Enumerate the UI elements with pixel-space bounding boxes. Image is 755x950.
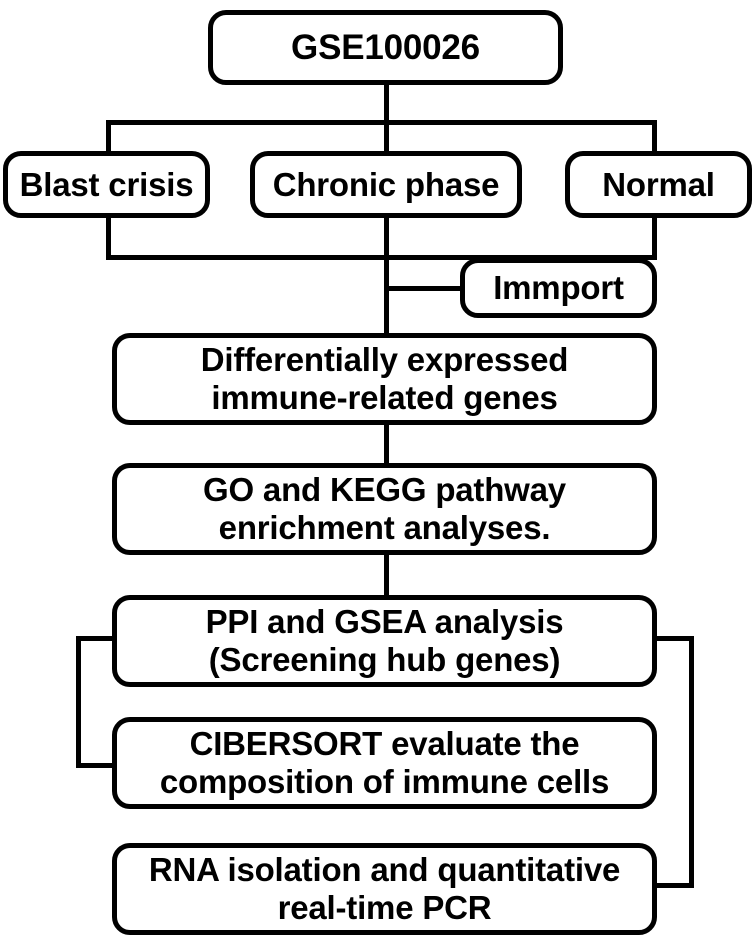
edge-merge-to-deg (384, 255, 389, 335)
node-ppi-gsea[interactable]: PPI and GSEA analysis (Screening hub gen… (112, 595, 657, 687)
node-differentially-expressed-genes[interactable]: Differentially expressed immune-related … (112, 333, 657, 425)
node-dataset[interactable]: GSE100026 (208, 10, 563, 85)
node-rna-isolation-label: RNA isolation and quantitative real-time… (148, 851, 621, 926)
edge-split-to-chronic-phase (384, 120, 389, 154)
node-normal[interactable]: Normal (565, 151, 752, 218)
node-go-kegg-label: GO and KEGG pathway enrichment analyses. (203, 471, 566, 546)
node-chronic-phase-label: Chronic phase (272, 165, 500, 203)
node-ppi-gsea-label: PPI and GSEA analysis (Screening hub gen… (205, 603, 564, 678)
edge-left-bracket-vertical (76, 636, 81, 768)
edge-deg-to-gokegg (384, 420, 389, 468)
node-blast-crisis[interactable]: Blast crisis (3, 151, 210, 218)
edge-ppi-left-out (76, 636, 118, 641)
node-dataset-label: GSE100026 (291, 27, 480, 67)
node-chronic-phase[interactable]: Chronic phase (250, 151, 522, 218)
edge-groups-merge-bar (106, 255, 657, 260)
edge-gokegg-to-ppi (384, 552, 389, 600)
node-normal-label: Normal (602, 165, 715, 203)
node-cibersort-label: CIBERSORT evaluate the composition of im… (159, 725, 610, 800)
edge-blast-crisis-stem (106, 214, 111, 260)
edge-ppi-right-out (650, 636, 694, 641)
edge-right-in-rna (650, 883, 694, 888)
node-go-kegg[interactable]: GO and KEGG pathway enrichment analyses. (112, 463, 657, 555)
node-differentially-expressed-genes-label: Differentially expressed immune-related … (200, 341, 569, 416)
edge-split-to-normal (652, 120, 657, 154)
edge-immport-link (386, 286, 464, 291)
edge-dataset-stem (384, 84, 389, 124)
edge-split-to-blast-crisis (106, 120, 111, 154)
node-cibersort[interactable]: CIBERSORT evaluate the composition of im… (112, 717, 657, 809)
node-immport-label: Immport (493, 269, 624, 307)
edge-left-in-cibersort (76, 763, 118, 768)
edge-right-bracket-vertical (689, 636, 694, 888)
edge-normal-stem (652, 214, 657, 260)
edge-chronic-phase-stem (384, 214, 389, 260)
node-immport[interactable]: Immport (460, 258, 657, 318)
edge-dataset-split-bar (106, 120, 657, 125)
node-blast-crisis-label: Blast crisis (19, 165, 194, 203)
node-rna-isolation[interactable]: RNA isolation and quantitative real-time… (112, 843, 657, 935)
